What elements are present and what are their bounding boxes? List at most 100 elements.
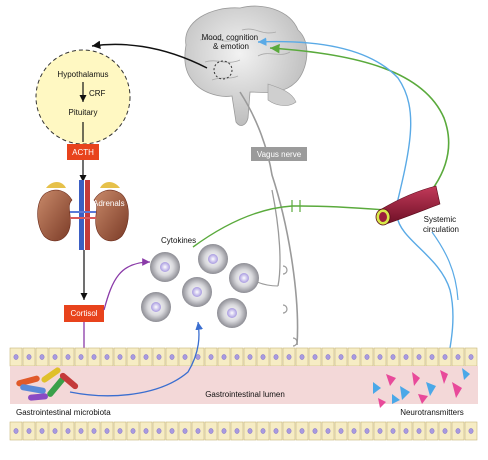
cell-nucleus: [156, 354, 162, 360]
gastrointestinal-microbiota-label: Gastrointestinal microbiota: [16, 408, 111, 417]
cell-nucleus: [78, 354, 84, 360]
cell-nucleus: [299, 428, 305, 434]
cell-nucleus: [442, 428, 448, 434]
cell-nucleus: [208, 354, 214, 360]
cell-nucleus: [52, 428, 58, 434]
gastrointestinal-lumen-label: Gastrointestinal lumen: [205, 390, 285, 399]
cytokine-cell: [141, 292, 171, 322]
systemic-circulation-label: Systemic circulation: [423, 215, 459, 234]
cell-nucleus: [234, 354, 240, 360]
cell-nucleus: [156, 428, 162, 434]
cell-nucleus: [403, 428, 409, 434]
cell-nucleus: [364, 354, 370, 360]
cell-nucleus: [247, 428, 253, 434]
cytokine-cell: [217, 298, 247, 328]
brain-label: Mood, cognition & emotion: [202, 33, 261, 51]
cell-nucleus: [143, 354, 149, 360]
cell-nucleus: [143, 428, 149, 434]
cell-nucleus: [169, 354, 175, 360]
circulation-to-brain-green-arrow: [269, 43, 450, 207]
microbiota-icon: [16, 367, 79, 401]
cell-nucleus: [299, 354, 305, 360]
cell-nucleus: [247, 354, 253, 360]
cell-nucleus: [182, 354, 188, 360]
pituitary-label: Pituitary: [69, 108, 98, 117]
cell-nucleus: [195, 354, 201, 360]
cell-nucleus: [390, 428, 396, 434]
cell-nucleus: [26, 354, 32, 360]
cell-nucleus: [65, 354, 71, 360]
cortisol-to-cytokines-arrow: [103, 258, 151, 311]
cell-nucleus: [390, 354, 396, 360]
cytokine-cell: [150, 252, 180, 282]
cell-nucleus: [117, 428, 123, 434]
cell-nucleus: [351, 354, 357, 360]
cell-nucleus: [182, 428, 188, 434]
cell-nucleus: [117, 354, 123, 360]
cell-nucleus: [39, 354, 45, 360]
hypothalamus-region-icon: [213, 60, 233, 80]
cytokine-cell: [229, 263, 259, 293]
cell-nucleus: [442, 354, 448, 360]
vagus-nerve-label: Vagus nerve: [257, 150, 302, 159]
cell-nucleus: [468, 354, 474, 360]
cell-nucleus: [325, 428, 331, 434]
cell-nucleus: [429, 428, 435, 434]
cytokines-to-circulation-line: [192, 205, 387, 248]
cell-nucleus: [273, 354, 279, 360]
cell-nucleus: [39, 428, 45, 434]
gastrointestinal-lumen-band: [10, 366, 478, 404]
cell-nucleus: [65, 428, 71, 434]
cell-nucleus: [91, 354, 97, 360]
blood-vessel-icon: [375, 185, 441, 226]
cell-nucleus: [338, 354, 344, 360]
cell-nucleus: [234, 428, 240, 434]
cell-nucleus: [195, 428, 201, 434]
cell-nucleus: [104, 354, 110, 360]
cell-nucleus: [429, 354, 435, 360]
cell-nucleus: [26, 428, 32, 434]
cortisol-box: [64, 305, 104, 322]
cell-nucleus: [286, 428, 292, 434]
nerve-ending-icon: [292, 337, 298, 347]
cell-nucleus: [364, 428, 370, 434]
acth-label: ACTH: [72, 148, 94, 157]
cell-nucleus: [52, 354, 58, 360]
vagus-nerve-line: [239, 91, 299, 346]
neurotransmitters-icon: [373, 368, 470, 408]
kidneys-illustration: [37, 180, 129, 250]
cell-nucleus: [208, 428, 214, 434]
microbiota-to-cytokines-arrow: [69, 321, 204, 397]
cell-nucleus: [286, 354, 292, 360]
cell-nucleus: [78, 428, 84, 434]
adrenals-label: Adrenals: [93, 199, 125, 208]
cell-nucleus: [416, 354, 422, 360]
cell-nucleus: [325, 354, 331, 360]
cell-nucleus: [468, 428, 474, 434]
cell-nucleus: [377, 354, 383, 360]
vagus-nerve-box: [251, 147, 307, 161]
cell-nucleus: [260, 354, 266, 360]
gut-epithelium-upper: [9, 347, 478, 367]
cell-nucleus: [312, 428, 318, 434]
cell-nucleus: [455, 354, 461, 360]
nerve-ending-icon: [282, 265, 288, 275]
cell-nucleus: [416, 428, 422, 434]
acth-box: [67, 144, 99, 160]
cell-nucleus: [221, 354, 227, 360]
cell-nucleus: [403, 354, 409, 360]
cell-nucleus: [104, 428, 110, 434]
gut-epithelium-lower: [9, 421, 478, 441]
cell-nucleus: [221, 428, 227, 434]
cell-nucleus: [351, 428, 357, 434]
circulation-to-brain-blue-arrow: [257, 37, 412, 217]
cytokines-label: Cytokines: [161, 236, 196, 245]
cell-nucleus: [273, 428, 279, 434]
cytokine-cells: [141, 244, 259, 328]
nerve-ending-icon: [282, 304, 288, 314]
brain-to-hypothalamus-arrow: [91, 40, 208, 69]
cortisol-label: Cortisol: [70, 309, 97, 318]
cell-nucleus: [312, 354, 318, 360]
cell-nucleus: [455, 428, 461, 434]
hypothalamus-label: Hypothalamus: [57, 70, 108, 79]
